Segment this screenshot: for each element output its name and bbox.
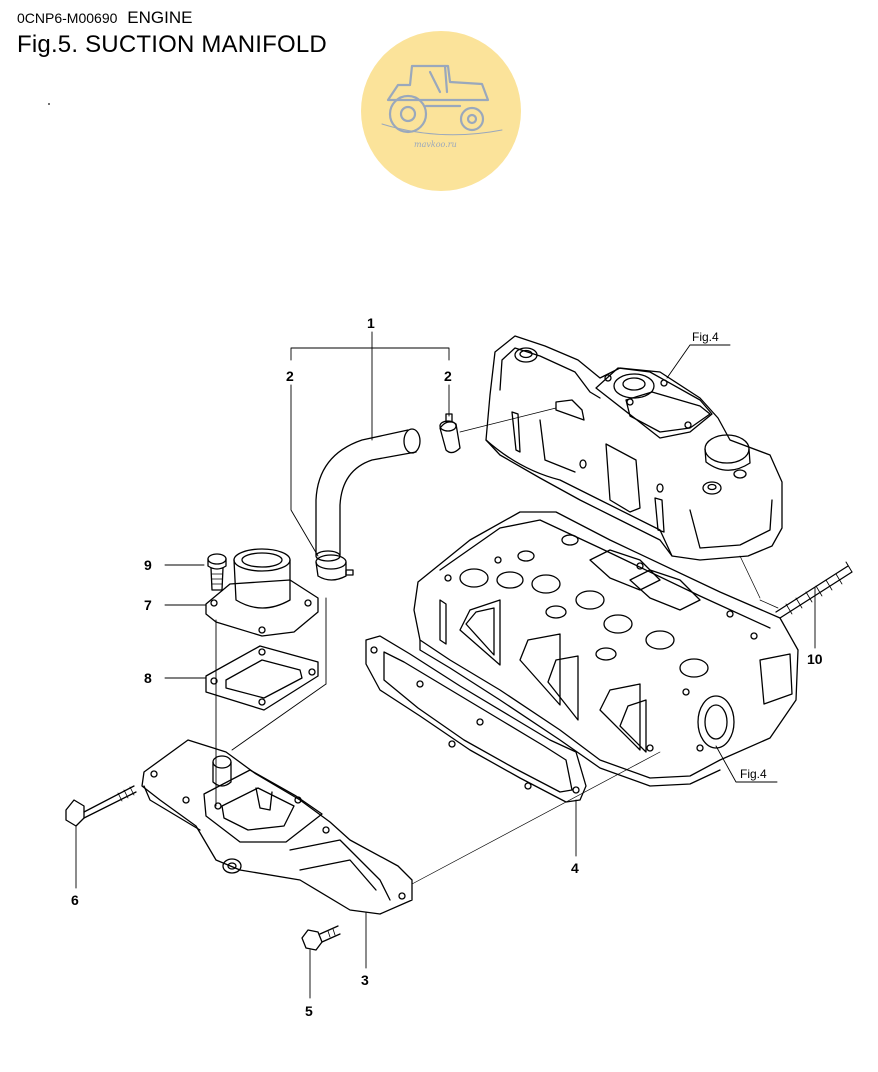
watermark-circle (361, 31, 521, 191)
callout-9: 9 (144, 557, 152, 573)
callout-4: 4 (571, 860, 579, 876)
hose-clamp-upper (439, 413, 461, 454)
stray-dot (48, 103, 50, 105)
hose-clamp-lower (315, 554, 354, 581)
callout-2-right: 2 (444, 368, 452, 384)
callout-10: 10 (807, 651, 823, 667)
document-code: 0CNP6-M00690 (17, 10, 118, 26)
cylinder-head (413, 511, 799, 787)
callout-5: 5 (305, 1003, 313, 1019)
tractor-icon (381, 64, 503, 136)
watermark-text: mavkoo.ru (414, 140, 457, 149)
header-code-line: 0CNP6-M00690 ENGINE (17, 8, 192, 28)
hex-bolt-5 (301, 925, 341, 951)
hex-bolt-9 (207, 553, 227, 591)
callout-2-left: 2 (286, 368, 294, 384)
callout-6: 6 (71, 892, 79, 908)
callout-3: 3 (361, 972, 369, 988)
figure-reference-top: Fig.4 (692, 330, 719, 344)
figure-title: Fig.5. SUCTION MANIFOLD (17, 31, 327, 58)
leader-lines (75, 331, 816, 999)
manifold-gasket (365, 635, 587, 803)
breather-hose (315, 428, 421, 562)
suction-manifold (141, 739, 413, 915)
callout-1: 1 (367, 315, 375, 331)
callout-7: 7 (144, 597, 152, 613)
category-label: ENGINE (127, 8, 193, 27)
callout-8: 8 (144, 670, 152, 686)
inlet-flange (205, 548, 319, 637)
rocker-cover (485, 335, 783, 561)
stud-bolt (775, 561, 853, 619)
watermark-badge: mavkoo.ru (361, 31, 521, 191)
flange-gasket (205, 645, 319, 711)
figure-reference-bottom: Fig.4 (740, 767, 767, 781)
hex-bolt-6 (65, 785, 137, 827)
